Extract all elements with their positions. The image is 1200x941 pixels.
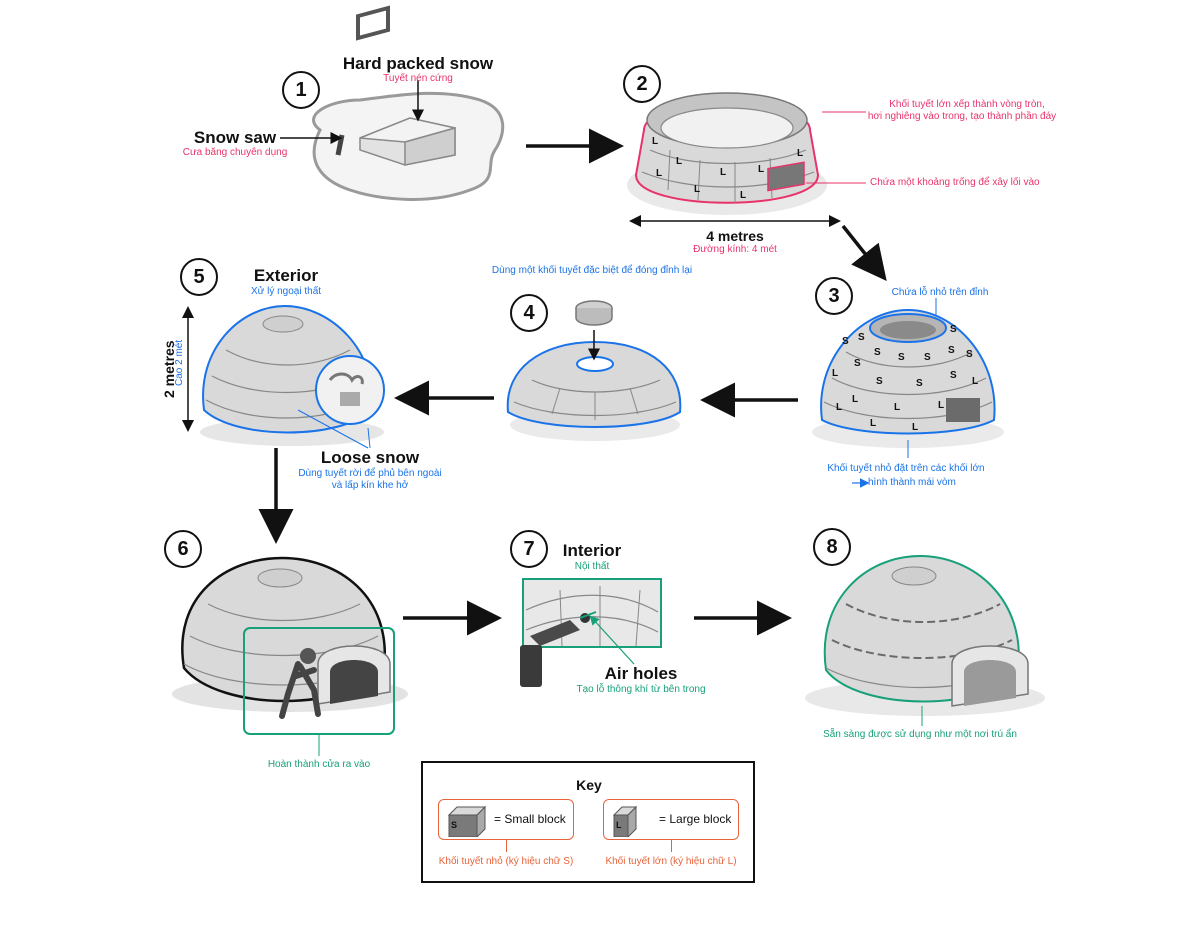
ring-block-letter: L — [740, 190, 747, 201]
large-block-legend-entry: L = Large block — [603, 799, 739, 840]
finished-igloo-illustration — [805, 554, 1045, 726]
snow-field-illustration — [280, 5, 505, 201]
ring-note-line-1: Khối tuyết lớn xếp thành vòng tròn, — [889, 99, 1045, 110]
dome-block-letter: L — [832, 368, 839, 379]
hard-packed-snow-title: Hard packed snow — [342, 54, 494, 73]
diameter-title: 4 metres — [706, 228, 764, 244]
base-ring-illustration — [627, 92, 866, 227]
small-block-icon-letter: S — [451, 820, 458, 830]
dome-block-letter: S — [916, 378, 923, 389]
dome-block-letter: S — [842, 336, 849, 347]
hard-packed-snow-subtitle: Tuyết nén cứng — [383, 73, 453, 84]
ring-block-letter: L — [652, 136, 659, 147]
step-number-8: 8 — [813, 528, 851, 566]
exterior-subtitle: Xử lý ngoại thất — [250, 286, 322, 297]
snow-saw-subtitle: Cưa băng chuyên dụng — [182, 147, 288, 158]
step-number-2: 2 — [623, 65, 661, 103]
interior-subtitle: Nội thất — [574, 561, 610, 572]
step-number-3: 3 — [815, 277, 853, 315]
snow-saw-title: Snow saw — [193, 128, 277, 147]
dome-block-letter: S — [948, 345, 955, 356]
step-number-5: 5 — [180, 258, 218, 296]
dome-note-line-2: hình thành mái vòm — [868, 477, 956, 488]
dome-block-letter: S — [898, 352, 905, 363]
legend-key: Key S = Small block Khối tuyết nhỏ (ký h… — [421, 761, 755, 883]
ring-block-letter: L — [720, 167, 727, 178]
dome-block-letter: L — [836, 402, 843, 413]
dome-block-letter: S — [874, 347, 881, 358]
step-number-4: 4 — [510, 294, 548, 332]
loose-snow-subtitle-2: và lấp kín khe hở — [331, 480, 409, 491]
large-block-icon-letter: L — [616, 820, 622, 830]
dome-block-letter: S — [854, 358, 861, 369]
air-holes-title: Air holes — [604, 664, 678, 683]
loose-snow-title: Loose snow — [320, 448, 420, 467]
dome-block-letter: S — [966, 349, 973, 360]
small-block-icon — [447, 805, 487, 837]
cap-block-note: Dùng một khối tuyết đặc biệt để đóng đỉn… — [491, 265, 693, 276]
large-block-label: = Large block — [659, 812, 732, 826]
igloo-with-doorway-illustration — [172, 556, 408, 756]
large-block-connector — [671, 840, 672, 852]
interior-title: Interior — [562, 541, 622, 560]
entrance-gap-note: Chứa một khoảng trống để xây lối vào — [870, 177, 1040, 188]
flow-arrows — [258, 128, 887, 636]
dome-block-letter: L — [894, 402, 901, 413]
diameter-subtitle: Đường kính: 4 mét — [693, 244, 777, 255]
step-number-1: 1 — [282, 71, 320, 109]
dome-block-letter: S — [950, 324, 957, 335]
small-block-connector — [506, 840, 507, 852]
dome-block-letter: S — [876, 376, 883, 387]
exterior-dome-illustration — [182, 304, 385, 449]
ring-note-line-2: hơi nghiêng vào trong, tạo thành phần đá… — [867, 111, 1057, 122]
dome-note-line-1: Khối tuyết nhỏ đặt trên các khối lớn — [827, 463, 985, 474]
ring-block-letter: L — [797, 148, 804, 159]
small-block-subtitle: Khối tuyết nhỏ (ký hiệu chữ S) — [438, 856, 574, 867]
dome-block-letter: S — [858, 332, 865, 343]
ring-block-letter: L — [676, 156, 683, 167]
dome-capping-illustration — [506, 300, 682, 441]
height-subtitle: Cao 2 mét — [174, 339, 185, 386]
step-number-7: 7 — [510, 530, 548, 568]
ring-block-letter: L — [656, 168, 663, 179]
ring-block-letter: L — [694, 184, 701, 195]
exterior-title: Exterior — [253, 266, 319, 285]
top-hole-note: Chứa lỗ nhỏ trên đỉnh — [891, 287, 989, 298]
dome-block-letter: L — [972, 376, 979, 387]
legend-title: Key — [576, 777, 602, 793]
dome-block-letter: L — [938, 400, 945, 411]
interior-air-holes-illustration — [520, 578, 662, 687]
ready-shelter-note: Sẵn sàng được sử dụng như một nơi trú ẩn — [823, 729, 1017, 740]
dome-with-top-hole-illustration — [812, 298, 1004, 488]
small-block-legend-entry: S = Small block — [438, 799, 574, 840]
large-block-subtitle: Khối tuyết lớn (ký hiệu chữ L) — [605, 856, 737, 867]
dome-block-letter: L — [852, 394, 859, 405]
loose-snow-subtitle-1: Dùng tuyết rời để phủ bên ngoài — [298, 468, 442, 479]
small-block-label: = Small block — [494, 812, 566, 826]
dome-block-letter: L — [870, 418, 877, 429]
dome-block-letter: L — [912, 422, 919, 433]
large-block-icon — [612, 805, 638, 837]
dome-block-letter: S — [924, 352, 931, 363]
doorway-note: Hoàn thành cửa ra vào — [267, 759, 371, 770]
step-number-6: 6 — [164, 530, 202, 568]
air-holes-subtitle: Tạo lỗ thông khí từ bên trong — [576, 684, 706, 695]
dome-block-letter: S — [950, 370, 957, 381]
ring-block-letter: L — [758, 164, 765, 175]
